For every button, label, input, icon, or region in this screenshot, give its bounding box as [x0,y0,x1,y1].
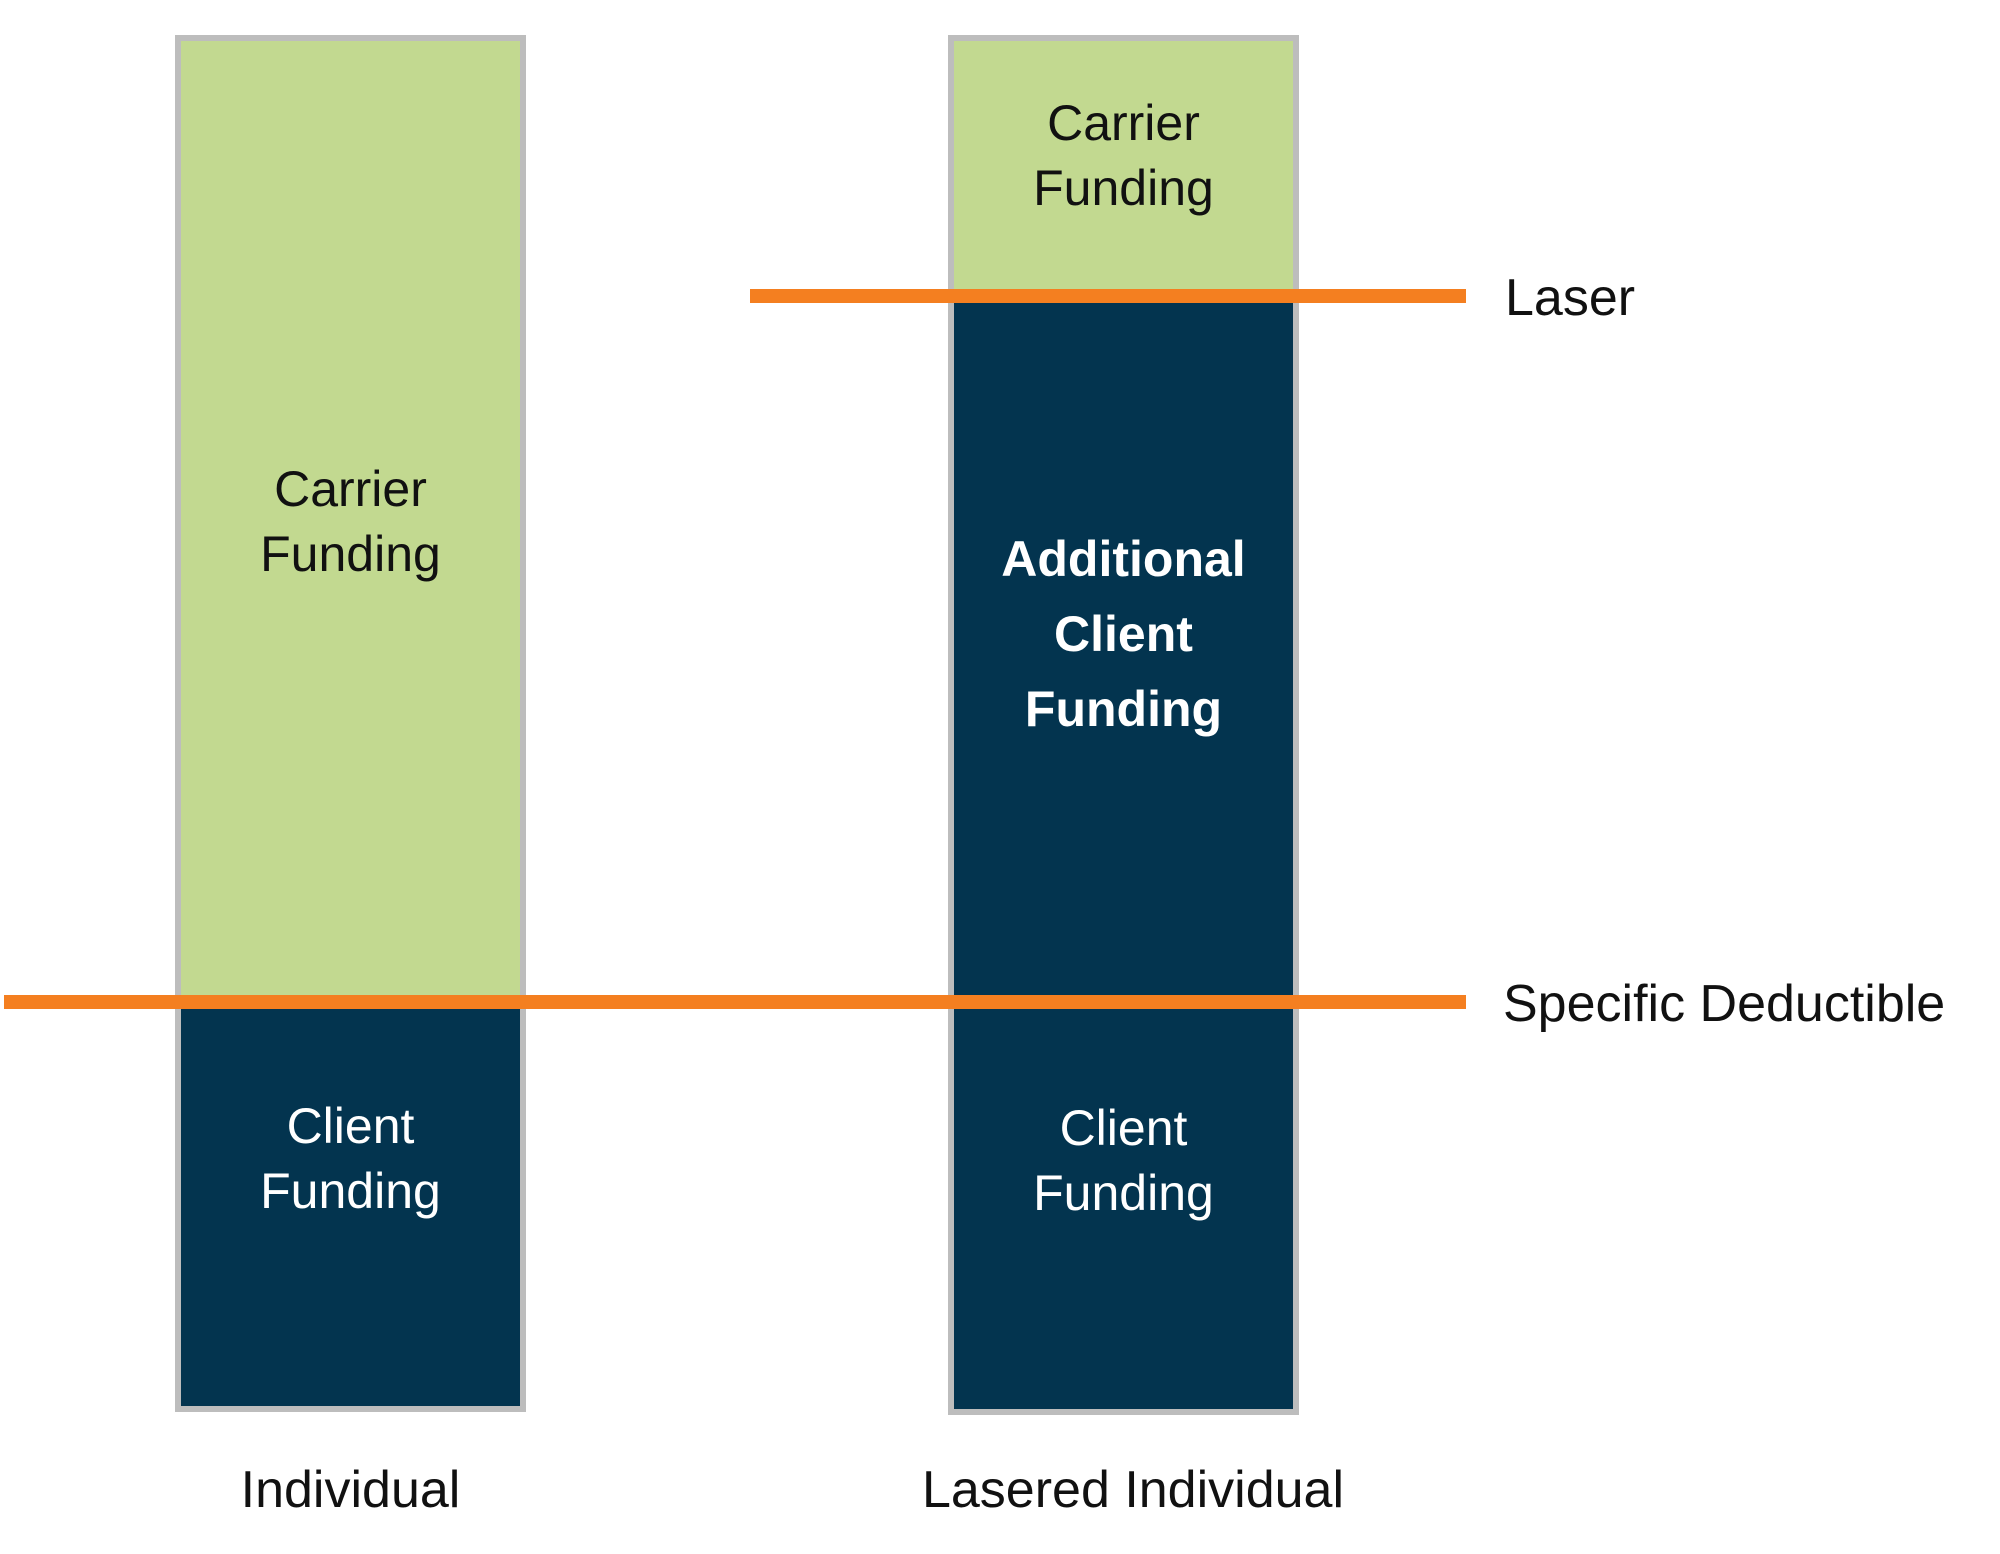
label-line: Client [1054,605,1193,662]
laser-label: Laser [1505,269,1636,327]
bar-label-individual: Individual [240,1461,461,1519]
label-line: Funding [1033,1164,1214,1221]
bar-lasered-individual: Carrier Funding Additional Client Fundin… [948,35,1299,1415]
label-line: Client [1059,1099,1188,1156]
specific-deductible-line [4,995,1466,1009]
label-line: Carrier [1047,95,1200,151]
segment-label: Carrier Funding [260,457,441,587]
label-line: Funding [260,1163,441,1219]
label-line: Client [286,1098,415,1154]
segment-client-funding: Client Funding [954,1002,1293,1409]
bar-individual: Carrier Funding Client Funding [175,35,526,1412]
segment-label: Additional Client Funding [1001,522,1245,747]
specific-deductible-label: Specific Deductible [1503,975,1946,1033]
label-line: Carrier [274,460,427,517]
segment-carrier-funding: Carrier Funding [181,41,520,1002]
label-line: Additional [1001,530,1246,587]
label-line: Funding [1033,160,1214,216]
bar-label-lasered-individual: Lasered Individual [921,1461,1345,1519]
segment-additional-client-funding: Additional Client Funding [954,296,1293,1002]
label-line: Funding [260,525,441,582]
segment-client-funding: Client Funding [181,1002,520,1406]
segment-label: Carrier Funding [1033,91,1214,221]
segment-label: Client Funding [260,1094,441,1224]
segment-carrier-funding: Carrier Funding [954,41,1293,296]
label-line: Funding [1024,680,1223,737]
laser-line [750,289,1466,303]
segment-label: Client Funding [1033,1096,1214,1226]
